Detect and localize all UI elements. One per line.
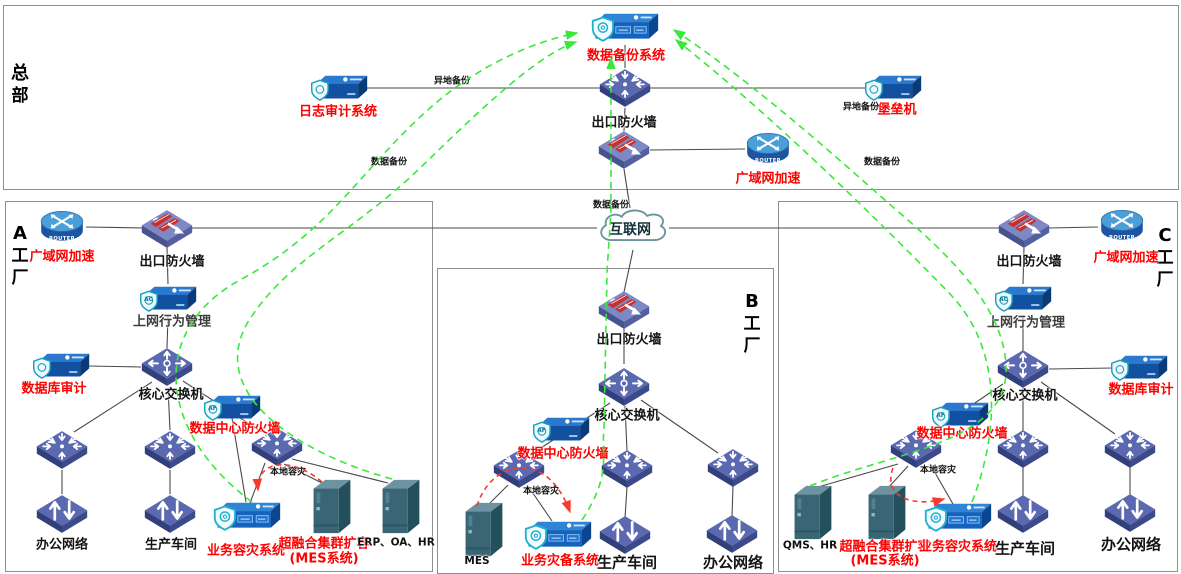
a-behavior-mgmt: AC (138, 283, 198, 316)
a-db-audit-label: 数据库审计 (21, 381, 87, 397)
factory-c-region-label-char: 厂 (1156, 270, 1174, 291)
b-core-switch-label: 核心交换机 (594, 408, 660, 424)
hq-wan-accel-router-label: 广域网加速 (735, 171, 801, 187)
factory-c-region-label-char: C (1158, 225, 1172, 246)
a-behavior-mgmt-label: 上网行为管理 (132, 314, 212, 330)
b-dc-firewall-label: 数据中心防火墙 (517, 446, 609, 462)
flow-label: 异地备份 (433, 76, 471, 87)
hq-log-audit-label: 日志审计系统 (298, 104, 378, 120)
a-prod-access-label: 生产车间 (144, 537, 198, 553)
a-wan-accel-router-label: 广域网加速 (29, 249, 95, 265)
c-exit-firewall-label: 出口防火墙 (996, 254, 1062, 270)
a-exit-firewall-label: 出口防火墙 (139, 254, 205, 270)
b-mes-server-label: MES (464, 555, 490, 567)
a-erp-server-label: ERP、OA、HR (357, 536, 435, 549)
b-dr-switch-label: 本地容灾 (522, 486, 560, 497)
hq-region-label-char: 部 (11, 86, 29, 107)
c-wan-accel-router-label: 广域网加速 (1093, 250, 1159, 266)
b-biz-dr-system-label: 业务灾备系统 (520, 553, 600, 569)
a-hci-cluster-label: 超融合集群扩容 (278, 536, 370, 552)
hq-exit-firewall-label: 出口防火墙 (591, 115, 657, 131)
a-office-access-label: 办公网络 (35, 537, 89, 553)
internet-cloud-label: 互联网 (609, 222, 651, 238)
c-qms-server-label: QMS、HR (782, 539, 838, 552)
c-dr-switch-label: 本地容灾 (919, 465, 957, 476)
flow-label: 数据备份 (370, 157, 408, 168)
c-core-switch-label: 核心交换机 (992, 388, 1058, 404)
c-dc-firewall-label: 数据中心防火墙 (916, 426, 1008, 442)
flow-label: 异地备份 (842, 102, 880, 113)
c-biz-dr-system-label: 业务容灾系统 (918, 539, 998, 555)
flow-label: 数据备份 (863, 157, 901, 168)
flow-label: 数据备份 (592, 200, 630, 211)
hq-bastion-label: 堡垒机 (877, 102, 917, 118)
c-hci-cluster-label: (MES系统) (850, 553, 920, 569)
a-behavior-mgmt-badge: AC (143, 295, 154, 303)
a-core-switch-label: 核心交换机 (138, 387, 204, 403)
b-exit-firewall-label: 出口防火墙 (596, 332, 662, 348)
factory-a-region-label-char: 工 (11, 246, 29, 267)
c-hci-cluster-label: 超融合集群扩容 (839, 539, 931, 555)
b-prod-access-label: 生产车间 (596, 553, 658, 572)
c-behavior-mgmt-label: 上网行为管理 (986, 315, 1066, 331)
a-dr-switch-label: 本地容灾 (269, 467, 307, 478)
b-office-access-label: 办公网络 (702, 553, 764, 572)
hq-region-label: 总部 (8, 62, 32, 107)
c-office-access-label: 办公网络 (1100, 535, 1162, 554)
factory-c-region-label-char: 工 (1156, 248, 1174, 269)
factory-a-region-label-char: A (13, 223, 27, 244)
factory-a-region-label-char: 厂 (11, 268, 29, 289)
a-dc-firewall-label: 数据中心防火墙 (189, 421, 281, 437)
c-prod-access-label: 生产车间 (994, 539, 1056, 558)
a-hci-cluster-label: (MES系统) (289, 551, 359, 567)
c-db-audit-label: 数据库审计 (1108, 382, 1174, 398)
a-biz-dr-system-label: 业务容灾系统 (206, 543, 286, 559)
hq-region-label-char: 总 (11, 63, 29, 84)
hq-backup-system-label: 数据备份系统 (586, 48, 666, 64)
